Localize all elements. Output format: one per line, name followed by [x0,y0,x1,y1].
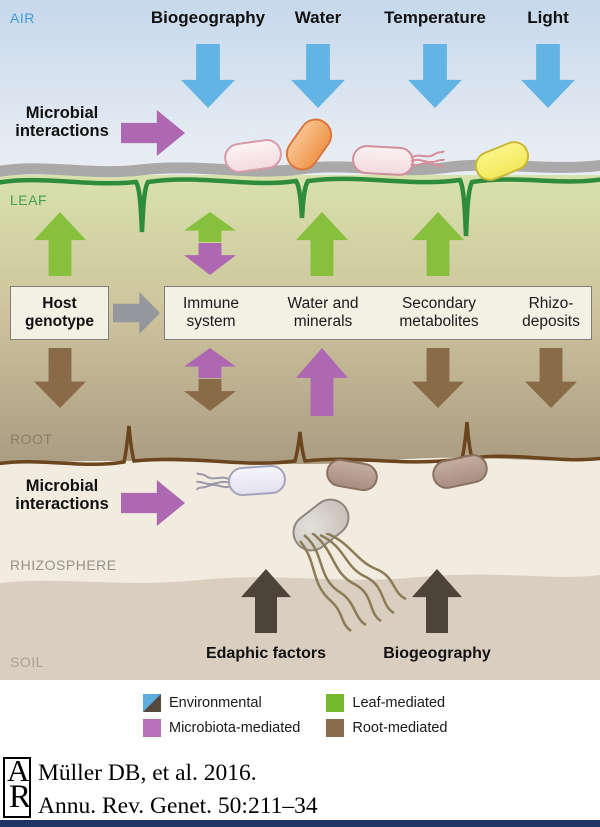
environmental-swatch-icon [143,694,161,712]
root-outline [0,421,600,467]
footer-bar [0,820,600,827]
leaf-outline [0,176,600,237]
white-bacterium-flagella [196,472,231,491]
zone-label-air: AIR [10,10,35,26]
legend-label: Root-mediated [352,720,448,736]
bacterium-pink-flagellated [351,144,415,177]
header-temperature: Temperature [384,8,486,27]
header-biogeography: Biogeography [150,8,266,27]
zone-label-root: ROOT [10,431,53,447]
legend-item-root-mediated: Root-mediated [326,719,447,737]
label-edaphic-factors: Edaphic factors [205,645,327,662]
mediators-box: Immune system Water and minerals Seconda… [164,286,592,340]
zone-label-rhizosphere: RHIZOSPHERE [10,557,117,573]
gray-bacterium-flagella [299,533,407,633]
citation-line-2: Annu. Rev. Genet. 50:211–34 [38,793,318,819]
mediator-secondary-metabolites: Secondary metabolites [399,295,479,330]
mediator-water-minerals: Water and minerals [287,295,359,330]
microbiota-mediated-swatch-icon [143,719,161,737]
legend-label: Environmental [169,695,262,711]
header-water: Water [294,8,342,27]
logo-letter-a: A [7,753,30,788]
citation-line-1: Müller DB, et al. 2016. [38,760,257,786]
legend-item-environmental: Environmental [143,694,300,712]
root-mediated-swatch-icon [326,719,345,737]
annual-reviews-logo: A R [3,753,32,818]
legend-item-microbiota-mediated: Microbiota-mediated [143,719,300,737]
leaf-mediated-swatch-icon [326,694,345,712]
soil-zone [0,574,600,680]
legend: Environmental Leaf-mediated Microbiota-m… [143,694,447,737]
label-soil-biogeography: Biogeography [383,645,491,662]
host-genotype-box: Host genotype [10,286,109,340]
host-genotype-label: Host genotype [25,295,94,330]
mediator-immune-system: Immune system [183,295,239,330]
legend-item-leaf-mediated: Leaf-mediated [326,694,447,712]
zone-label-soil: SOIL [10,654,44,670]
header-light: Light [527,8,569,27]
pink-bacterium-flagella [410,150,445,169]
microbial-interactions-bottom-label: Microbial interactions [15,477,109,514]
mediator-rhizodeposits: Rhizo- deposits [522,295,580,330]
zone-label-leaf: LEAF [10,192,48,208]
legend-label: Leaf-mediated [352,695,446,711]
microbial-interactions-top-label: Microbial interactions [15,104,109,141]
legend-label: Microbiota-mediated [169,720,301,736]
bacterium-white [227,464,287,497]
logo-letter-r: R [9,779,32,815]
